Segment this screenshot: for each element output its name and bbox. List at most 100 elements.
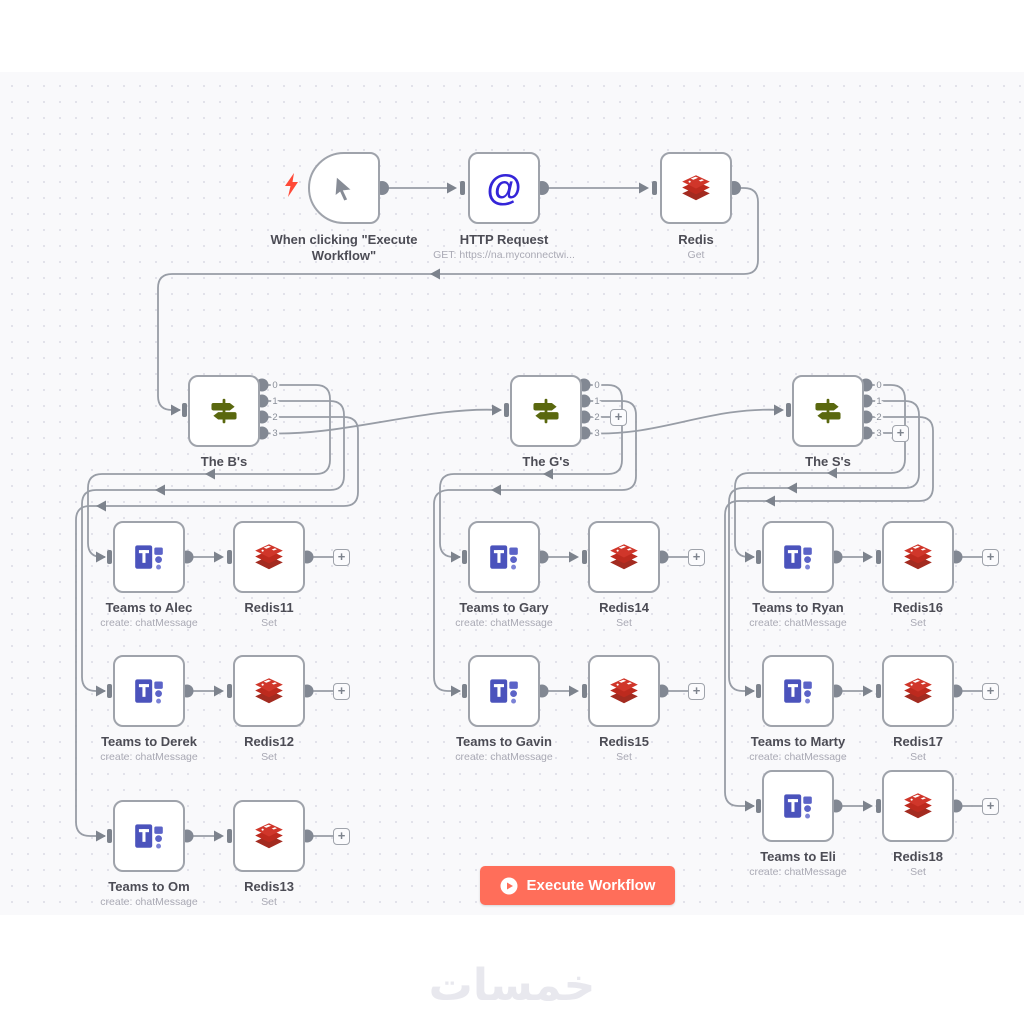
redis-icon [255,678,283,704]
redis-icon [904,793,932,819]
node-title: Redis13 [244,879,294,894]
node-redis11[interactable] [233,521,305,593]
execute-workflow-label: Execute Workflow [526,877,656,894]
node-title: The B's [200,454,248,469]
node-subtitle: Set [616,617,632,630]
node-label-redis-get: Redis Get [616,232,776,262]
add-node-button[interactable]: + [333,549,350,566]
redis-icon [904,678,932,704]
node-switch-the-gs[interactable] [510,375,582,447]
node-title: When clicking "Execute Workflow" [270,232,418,264]
redis-icon [255,544,283,570]
node-label-teams-to-gavin: Teams to Gavin create: chatMessage [424,734,584,764]
node-label-redis11: Redis11 Set [189,600,349,630]
node-switch-the-bs[interactable] [188,375,260,447]
teams-icon [490,679,518,704]
node-title: Teams to Eli [760,849,836,864]
node-redis18[interactable] [882,770,954,842]
node-switch-the-ss[interactable] [792,375,864,447]
node-subtitle: Set [261,751,277,764]
node-title: Redis12 [244,734,294,749]
node-title: Teams to Gary [459,600,549,615]
node-label-teams-to-marty: Teams to Marty create: chatMessage [718,734,878,764]
add-node-button[interactable]: + [892,425,909,442]
node-label-trigger: When clicking "Execute Workflow" [264,232,424,265]
execute-workflow-button[interactable]: Execute Workflow [480,866,675,905]
node-trigger[interactable] [308,152,380,224]
node-teams-to-derek[interactable] [113,655,185,727]
teams-icon [784,794,812,819]
node-label-the-ss: The S's [748,454,908,470]
node-subtitle: Set [910,751,926,764]
add-node-button[interactable]: + [688,683,705,700]
node-redis12[interactable] [233,655,305,727]
redis-icon [255,823,283,849]
teams-icon [784,679,812,704]
node-title: Redis [678,232,714,247]
teams-icon [135,679,163,704]
node-label-redis17: Redis17 Set [838,734,998,764]
http-request-icon: @ [486,167,522,208]
add-node-button[interactable]: + [982,683,999,700]
redis-icon [904,544,932,570]
add-node-button[interactable]: + [610,409,627,426]
teams-icon [784,545,812,570]
add-node-button[interactable]: + [982,549,999,566]
node-teams-to-gary[interactable] [468,521,540,593]
node-title: The G's [522,454,570,469]
node-title: Redis16 [893,600,943,615]
node-http-request[interactable]: @ [468,152,540,224]
node-subtitle: Get [687,249,705,262]
node-title: Redis11 [244,600,294,615]
node-redis15[interactable] [588,655,660,727]
node-title: Redis15 [599,734,649,749]
redis-icon [682,175,710,201]
node-label-teams-to-ryan: Teams to Ryan create: chatMessage [718,600,878,630]
switch-icon [533,398,559,424]
node-redis17[interactable] [882,655,954,727]
add-node-button[interactable]: + [982,798,999,815]
node-subtitle: create: chatMessage [455,751,553,764]
node-subtitle: create: chatMessage [749,751,847,764]
node-subtitle: create: chatMessage [455,617,553,630]
node-title: Teams to Om [108,879,190,894]
play-icon [500,877,518,894]
node-label-redis16: Redis16 Set [838,600,998,630]
redis-icon [610,678,638,704]
node-label-teams-to-derek: Teams to Derek create: chatMessage [69,734,229,764]
add-node-button[interactable]: + [333,828,350,845]
redis-icon [610,544,638,570]
node-redis16[interactable] [882,521,954,593]
node-subtitle: create: chatMessage [100,896,198,909]
node-teams-to-marty[interactable] [762,655,834,727]
node-teams-to-eli[interactable] [762,770,834,842]
node-title: Redis18 [893,849,943,864]
node-title: Teams to Marty [750,734,846,749]
node-teams-to-alec[interactable] [113,521,185,593]
node-subtitle: create: chatMessage [749,617,847,630]
teams-icon [490,545,518,570]
node-teams-to-ryan[interactable] [762,521,834,593]
node-label-redis15: Redis15 Set [544,734,704,764]
node-label-teams-to-eli: Teams to Eli create: chatMessage [718,849,878,879]
node-redis14[interactable] [588,521,660,593]
node-title: HTTP Request [459,232,549,247]
node-label-http-request: HTTP Request GET: https://na.myconnectwi… [424,232,584,262]
teams-icon [135,545,163,570]
node-subtitle: Set [261,896,277,909]
node-title: Teams to Derek [101,734,197,749]
node-subtitle: Set [261,617,277,630]
node-redis-get[interactable] [660,152,732,224]
node-title: Teams to Alec [105,600,193,615]
node-title: Teams to Ryan [752,600,844,615]
node-redis13[interactable] [233,800,305,872]
switch-icon [815,398,841,424]
node-label-teams-to-om: Teams to Om create: chatMessage [69,879,229,909]
add-node-button[interactable]: + [688,549,705,566]
add-node-button[interactable]: + [333,683,350,700]
trigger-lightning-icon [285,173,298,197]
node-label-teams-to-gary: Teams to Gary create: chatMessage [424,600,584,630]
node-title: Teams to Gavin [456,734,552,749]
node-teams-to-gavin[interactable] [468,655,540,727]
node-teams-to-om[interactable] [113,800,185,872]
